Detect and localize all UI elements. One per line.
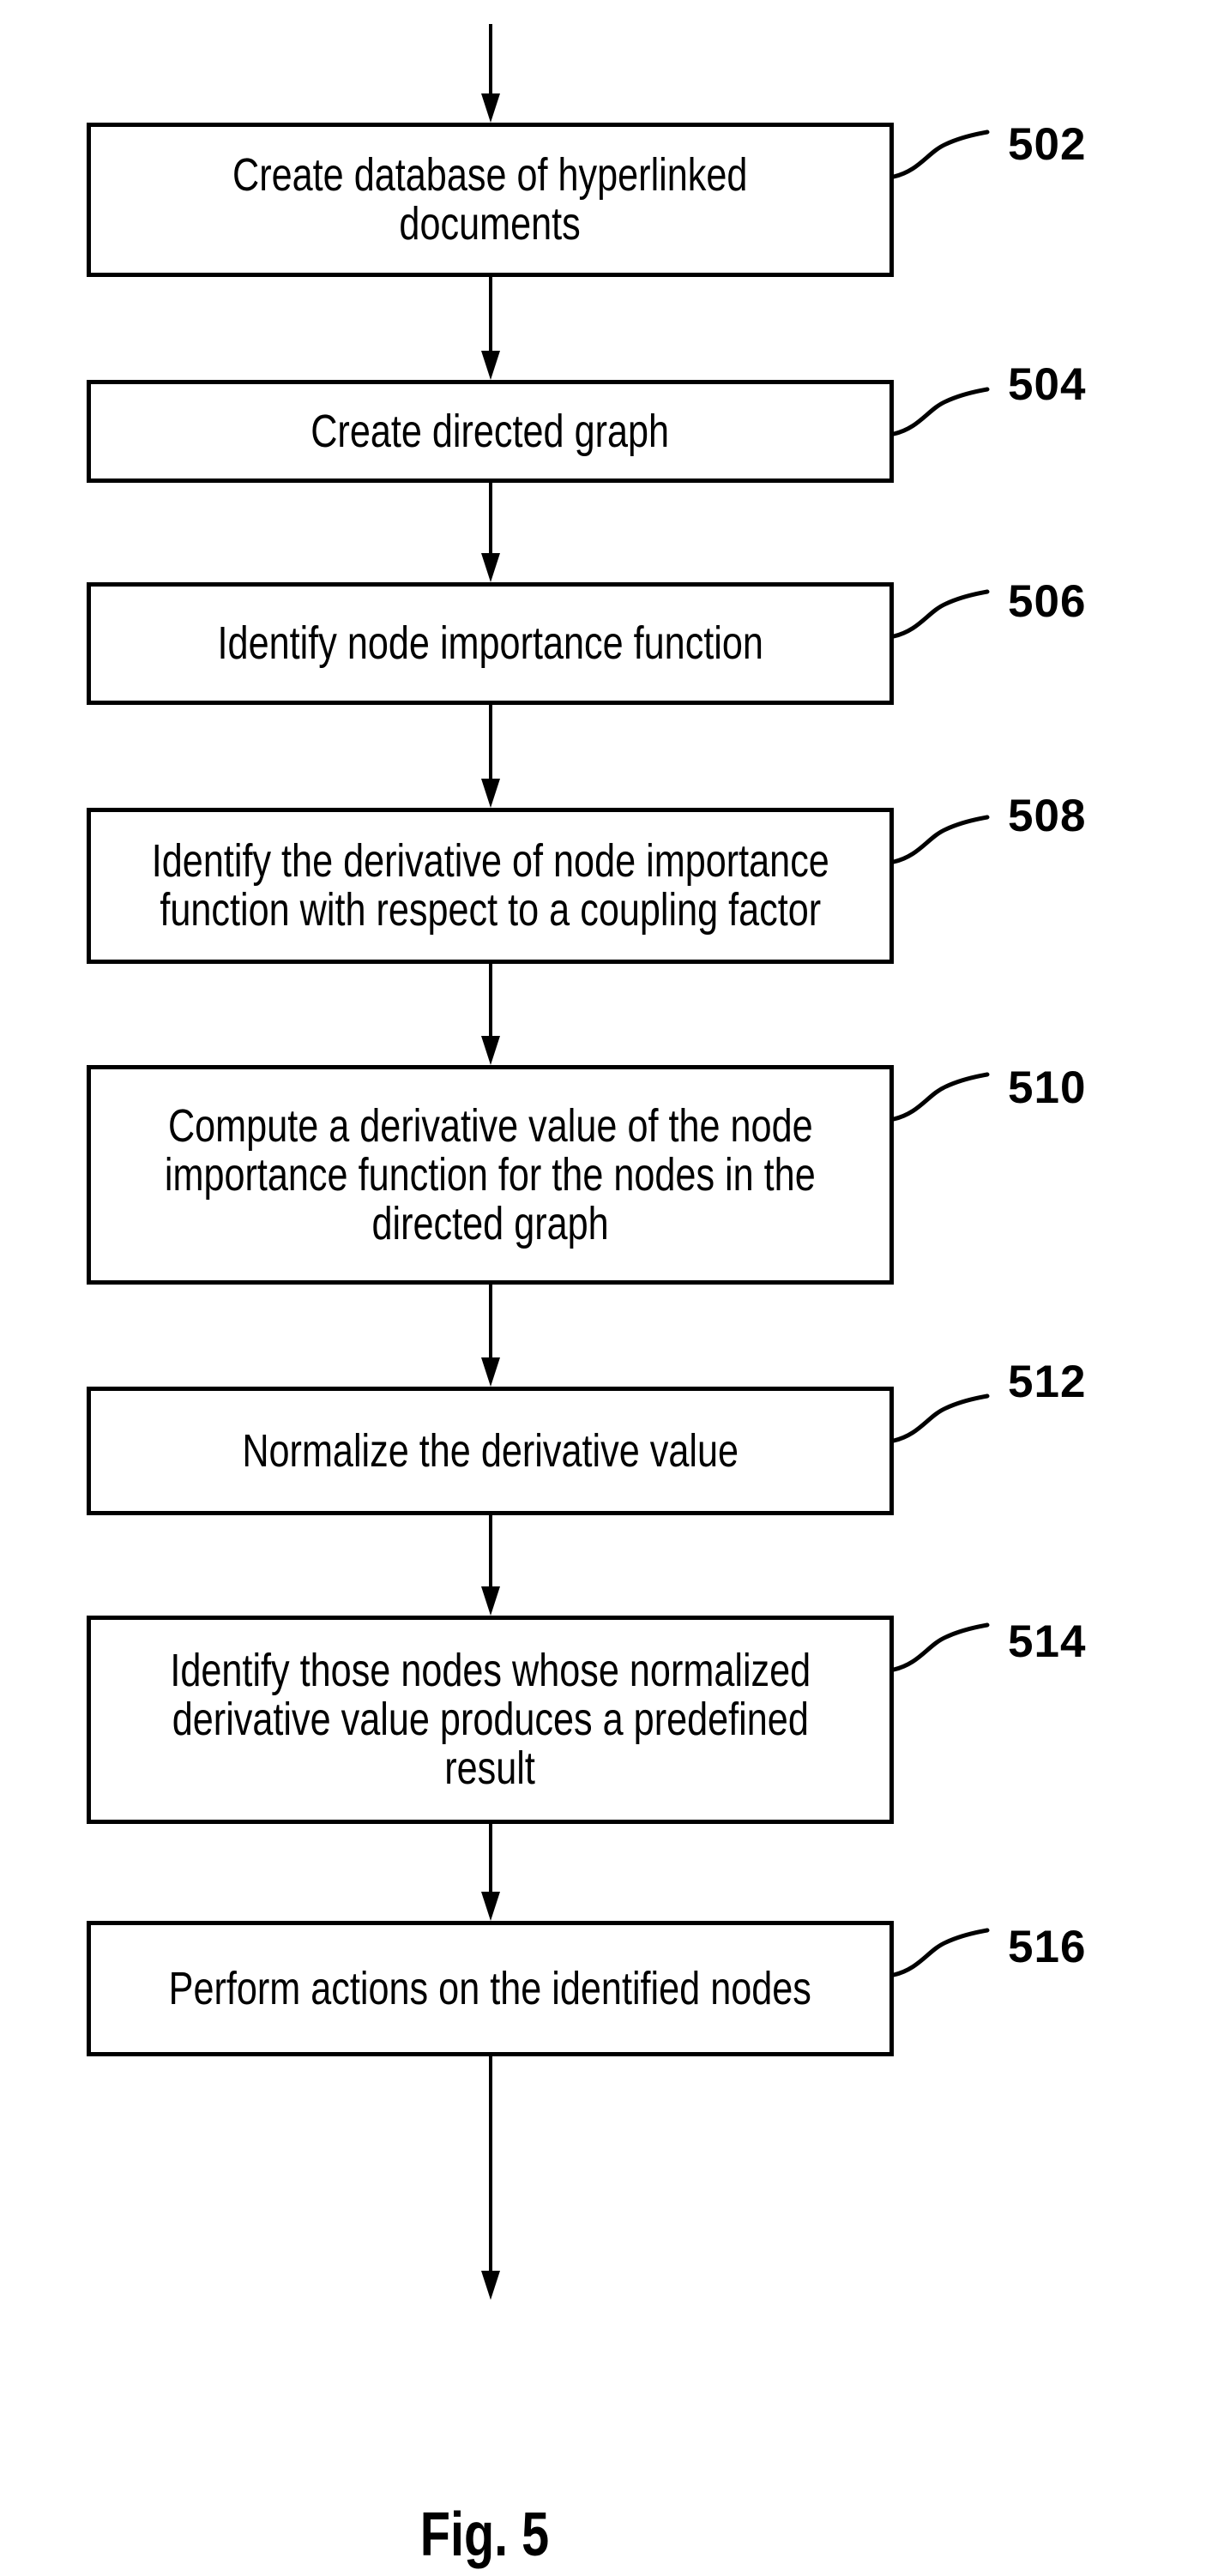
step-text-line: Compute a derivative value of the node: [167, 1099, 813, 1152]
step-box-512: Normalize the derivative value: [87, 1387, 894, 1515]
leader-line-514: [891, 1622, 990, 1672]
step-ref-label-504: 504: [1008, 359, 1087, 410]
step-ref-label-512: 512: [1008, 1357, 1087, 1407]
step-text-line: Create database of hyperlinked: [232, 149, 748, 201]
leader-line-504: [891, 387, 990, 436]
leader-line-510: [891, 1072, 990, 1122]
step-text-line: Identify node importance function: [217, 617, 763, 669]
leader-line-512: [891, 1393, 990, 1443]
step-box-508: Identify the derivative of node importan…: [87, 808, 894, 964]
flow-end-arrow-icon: [481, 2056, 500, 2300]
step-ref-label-506: 506: [1008, 576, 1087, 627]
step-ref-label-508: 508: [1008, 791, 1087, 841]
step-text-line: directed graph: [371, 1197, 609, 1249]
step-box-510: Compute a derivative value of the node i…: [87, 1065, 894, 1285]
step-text-line: Normalize the derivative value: [242, 1424, 739, 1477]
step-text-line: Identify those nodes whose normalized: [170, 1645, 811, 1696]
flow-arrow-512-514-icon: [481, 1515, 500, 1616]
step-text-line: function with respect to a coupling fact…: [160, 884, 821, 936]
flow-arrow-506-508-icon: [481, 705, 500, 808]
step-box-506: Identify node importance function: [87, 582, 894, 705]
flow-arrow-502-504-icon: [481, 277, 500, 380]
step-box-516: Perform actions on the identified nodes: [87, 1921, 894, 2056]
flow-arrow-510-512-icon: [481, 1285, 500, 1387]
step-text-line: documents: [399, 198, 582, 250]
step-ref-label-502: 502: [1008, 119, 1087, 170]
step-text-line: derivative value produces a predefined: [172, 1694, 809, 1745]
step-text-line: Identify the derivative of node importan…: [151, 835, 829, 887]
step-text-line: result: [444, 1742, 536, 1794]
flow-start-arrow-icon: [481, 24, 500, 123]
step-box-504: Create directed graph: [87, 380, 894, 483]
leader-line-506: [891, 589, 990, 639]
flow-arrow-514-516-icon: [481, 1824, 500, 1921]
step-text-line: Perform actions on the identified nodes: [168, 1962, 812, 2014]
step-text-line: importance function for the nodes in the: [165, 1148, 816, 1201]
step-ref-label-514: 514: [1008, 1616, 1087, 1667]
figure-caption: Fig. 5: [419, 2501, 550, 2569]
step-box-502: Create database of hyperlinked documents: [87, 123, 894, 277]
leader-line-508: [891, 815, 990, 864]
step-ref-label-510: 510: [1008, 1062, 1087, 1113]
flow-arrow-508-510-icon: [481, 964, 500, 1065]
leader-line-502: [891, 129, 990, 179]
leader-line-516: [891, 1928, 990, 1977]
step-text-line: Create directed graph: [311, 405, 670, 457]
step-box-514: Identify those nodes whose normalized de…: [87, 1616, 894, 1824]
step-ref-label-516: 516: [1008, 1922, 1087, 1972]
flow-arrow-504-506-icon: [481, 483, 500, 582]
